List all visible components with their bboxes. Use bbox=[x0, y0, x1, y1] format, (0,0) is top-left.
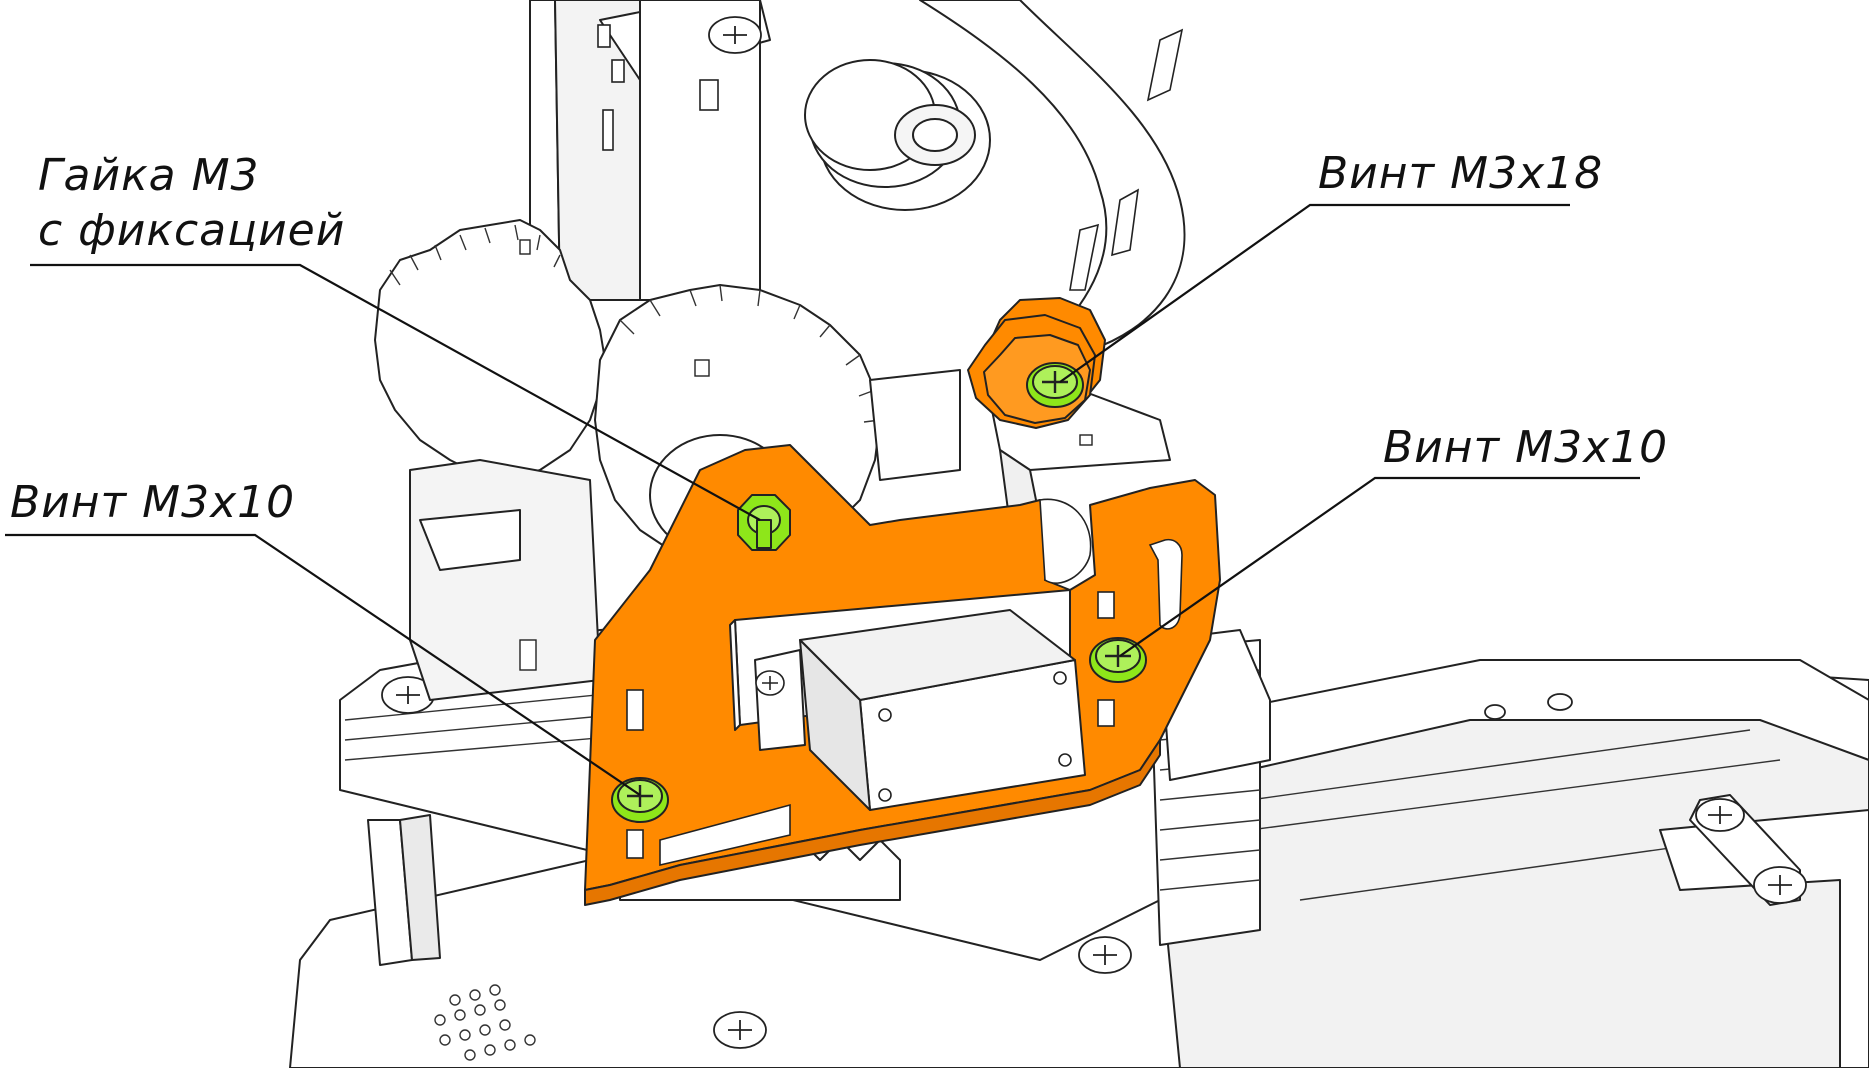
leader-lines bbox=[5, 203, 1640, 796]
callout-screw-m3x10-right: Винт М3х10 bbox=[1383, 422, 1668, 473]
fastener-screw-m3x10-right bbox=[1089, 637, 1147, 683]
callout-nut-line-1: Гайка М3 bbox=[38, 150, 260, 201]
fastener-screw-m3x10-left bbox=[611, 777, 669, 823]
callout-screw-m3x18-label: Винт М3х18 bbox=[1318, 148, 1603, 199]
callout-screw-m3x10-right-label: Винт М3х10 bbox=[1383, 422, 1668, 473]
standoff-pillar bbox=[367, 814, 441, 966]
pivot-spacer-stack bbox=[804, 59, 991, 211]
callout-nut: Гайка М3 с фиксацией bbox=[38, 150, 345, 256]
base-screw-heads bbox=[713, 693, 1807, 1049]
fastener-nut bbox=[737, 494, 791, 551]
callout-nut-line-2: с фиксацией bbox=[38, 205, 345, 256]
callout-screw-m3x10-left: Винт М3х10 bbox=[10, 477, 295, 528]
servo-motor bbox=[729, 589, 1086, 811]
callout-screw-m3x18: Винт М3х18 bbox=[1318, 148, 1603, 199]
vent-holes bbox=[434, 984, 536, 1061]
upper-arm-links bbox=[529, 0, 1186, 351]
callout-screw-m3x10-left-label: Винт М3х10 bbox=[10, 477, 295, 528]
fastener-screw-m3x18 bbox=[1026, 362, 1084, 408]
left-servo-body bbox=[409, 459, 601, 701]
